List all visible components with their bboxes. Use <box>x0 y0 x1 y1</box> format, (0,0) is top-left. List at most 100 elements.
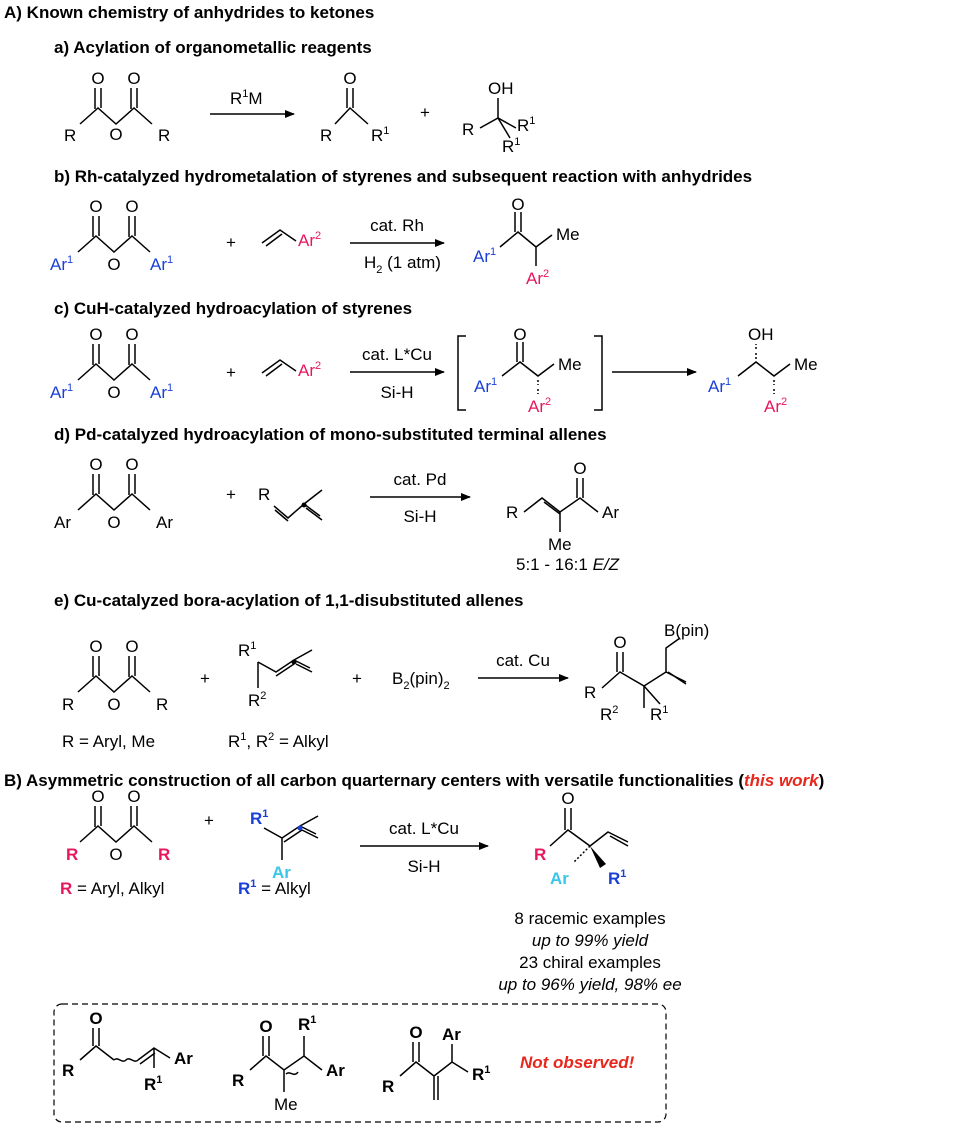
svg-text:Ar2: Ar2 <box>764 396 787 416</box>
anhydride-c: O O O Ar1 Ar1 <box>50 325 173 402</box>
byproduct-2: O R R1 Ar Me <box>232 1014 345 1114</box>
svg-text:Ar2: Ar2 <box>298 360 321 380</box>
svg-text:R: R <box>258 485 270 504</box>
svg-text:O: O <box>561 789 574 808</box>
plus-d: + <box>226 485 236 504</box>
svg-text:O: O <box>109 845 122 864</box>
svg-text:R1: R1 <box>144 1074 162 1094</box>
svg-text:R1: R1 <box>250 808 268 828</box>
svg-text:O: O <box>127 787 140 806</box>
plus-c: + <box>226 363 236 382</box>
borylated-ketone-product-e: O R B(pin) R2 R1 <box>584 621 709 724</box>
svg-text:Ar: Ar <box>54 513 71 532</box>
svg-text:O: O <box>513 325 526 344</box>
arrow-a: R1M <box>210 88 295 118</box>
r-definition-b: R = Aryl, Alkyl <box>60 879 164 898</box>
svg-text:5:1 - 16:1 E/Z: 5:1 - 16:1 E/Z <box>516 555 620 574</box>
svg-text:R1M: R1M <box>230 88 263 108</box>
svg-text:R: R <box>158 126 170 145</box>
arrow-e: cat. Cu <box>478 651 569 682</box>
svg-text:R: R <box>534 845 546 864</box>
svg-text:R: R <box>232 1071 244 1090</box>
svg-text:O: O <box>125 637 138 656</box>
chiral-yield-ee: up to 96% yield, 98% ee <box>498 975 681 994</box>
subsection-e-title: e) Cu-catalyzed bora-acylation of 1,1-di… <box>54 591 524 610</box>
allene-d: R <box>258 485 323 522</box>
anhydride-b: O O O Ar1 Ar1 <box>50 197 173 274</box>
svg-text:R2: R2 <box>600 704 618 724</box>
not-observed-box <box>53 1003 667 1123</box>
allene-b-this-work: R1 Ar R1 = Alkyl <box>238 808 319 898</box>
section-b-title: B) Asymmetric construction of all carbon… <box>4 771 824 790</box>
svg-text:B(pin): B(pin) <box>664 621 709 640</box>
svg-text:R1: R1 <box>608 868 626 888</box>
svg-text:Ar: Ar <box>156 513 173 532</box>
svg-text:Si-H: Si-H <box>403 507 436 526</box>
alcohol-product-a: OH R R1 R1 <box>462 79 535 156</box>
svg-text:R1: R1 <box>502 136 520 156</box>
svg-text:Ar2: Ar2 <box>526 268 549 288</box>
subsection-c-title: c) CuH-catalyzed hydroacylation of styre… <box>54 299 412 318</box>
racemic-yield: up to 99% yield <box>532 931 649 950</box>
not-observed-label: Not observed! <box>520 1053 635 1072</box>
svg-text:R: R <box>506 503 518 522</box>
svg-text:O: O <box>89 455 102 474</box>
plus-a: + <box>420 103 430 122</box>
svg-text:O: O <box>89 197 102 216</box>
svg-text:cat. L*Cu: cat. L*Cu <box>389 819 459 838</box>
plus-b: + <box>226 233 236 252</box>
svg-text:Me: Me <box>548 535 572 554</box>
subsection-b-title: b) Rh-catalyzed hydrometalation of styre… <box>54 167 752 186</box>
svg-text:Ar: Ar <box>272 863 291 882</box>
svg-text:Me: Me <box>558 355 582 374</box>
svg-text:OH: OH <box>748 325 774 344</box>
svg-text:O: O <box>89 1009 102 1028</box>
svg-text:Ar: Ar <box>326 1061 345 1080</box>
quaternary-product-b: O R Ar R1 <box>534 789 629 888</box>
svg-text:Ar2: Ar2 <box>298 230 321 250</box>
svg-text:O: O <box>91 787 104 806</box>
svg-text:O: O <box>125 455 138 474</box>
subsection-a-title: a) Acylation of organometallic reagents <box>54 38 372 57</box>
b2pin2-reagent: B2(pin)2 <box>392 669 450 692</box>
section-a-title: A) Known chemistry of anhydrides to keto… <box>4 3 374 22</box>
svg-text:O: O <box>511 195 524 214</box>
svg-text:O: O <box>107 255 120 274</box>
svg-text:cat. Pd: cat. Pd <box>394 470 447 489</box>
svg-text:R: R <box>320 126 332 145</box>
svg-text:R1: R1 <box>298 1014 316 1034</box>
svg-text:O: O <box>107 383 120 402</box>
svg-text:Ar1: Ar1 <box>150 382 173 402</box>
svg-text:O: O <box>259 1017 272 1036</box>
svg-text:O: O <box>89 637 102 656</box>
svg-text:O: O <box>409 1023 422 1042</box>
svg-text:R: R <box>66 845 78 864</box>
styrene-b: Ar2 <box>261 229 321 250</box>
subsection-d-title: d) Pd-catalyzed hydroacylation of mono-s… <box>54 425 607 444</box>
svg-text:Ar2: Ar2 <box>528 396 551 416</box>
styrene-c: Ar2 <box>261 359 321 380</box>
anhydride-b-this-work: O O O R R R = Aryl, Alkyl <box>60 787 170 898</box>
anhydride-e: O O O R R R = Aryl, Me <box>62 637 168 751</box>
svg-text:O: O <box>613 633 626 652</box>
svg-text:O: O <box>125 197 138 216</box>
anhydride-d: O O O Ar Ar <box>54 455 173 532</box>
svg-text:Me: Me <box>274 1095 298 1114</box>
r1-definition-b: R1 = Alkyl <box>238 878 311 898</box>
allene-e: R1 R2 R1, R2 = Alkyl <box>228 640 329 751</box>
svg-text:O: O <box>127 69 140 88</box>
svg-text:Ar1: Ar1 <box>708 376 731 396</box>
svg-text:O: O <box>89 325 102 344</box>
svg-text:R1: R1 <box>472 1064 490 1084</box>
intermediate-ketone-c: O Ar1 Me Ar2 <box>457 325 603 416</box>
svg-text:O: O <box>343 69 356 88</box>
svg-text:O: O <box>107 513 120 532</box>
enone-product-d: O R Ar Me 5:1 - 16:1 E/Z <box>506 459 620 574</box>
svg-text:R1: R1 <box>371 125 389 145</box>
svg-text:Ar1: Ar1 <box>50 382 73 402</box>
svg-text:cat. Cu: cat. Cu <box>496 651 550 670</box>
svg-text:Ar1: Ar1 <box>474 376 497 396</box>
byproduct-3: O R Ar R1 <box>382 1023 490 1100</box>
svg-text:R: R <box>64 126 76 145</box>
bridging-oxygen: O <box>109 125 122 144</box>
